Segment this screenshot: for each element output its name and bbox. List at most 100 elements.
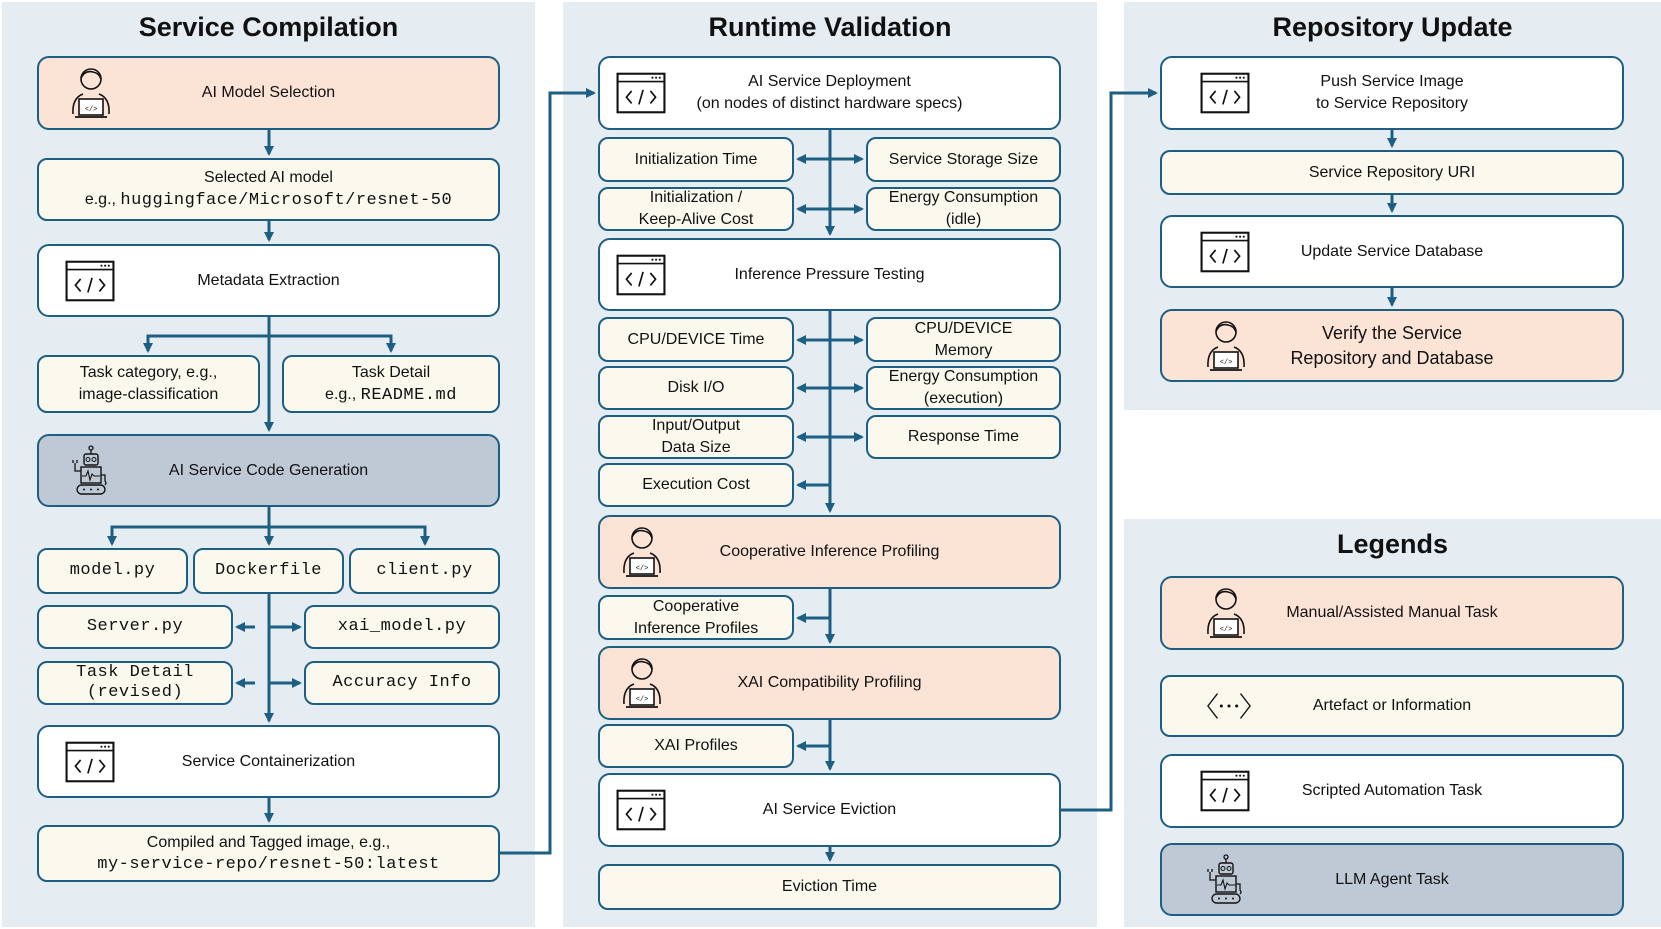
keepalive-cost-artefact[interactable]: Initialization / Keep-Alive Cost [598,187,794,231]
service-eviction-task[interactable]: AI Service Eviction [598,773,1061,847]
task-label: Push Service Image [1320,73,1464,90]
panel-title: Runtime Validation [708,12,952,42]
person-laptop-icon [620,525,664,579]
artefact-label: Initialization / [649,189,743,206]
legend-artefact: Artefact or Information [1160,675,1624,737]
pressure-testing-task[interactable]: Inference Pressure Testing [598,238,1061,311]
energy-idle-artefact[interactable]: Energy Consumption (idle) [866,187,1061,231]
panel-title: Service Compilation [138,12,399,42]
file-model-py[interactable]: model.py [37,548,188,594]
cpu-memory-artefact[interactable]: CPU/DEVICE Memory [866,317,1061,362]
person-laptop-icon [69,66,113,120]
task-label: AI Service Deployment [748,73,911,90]
model-path: huggingface/Microsoft/resnet-50 [120,191,453,210]
task-label: AI Service Code Generation [168,461,369,479]
artefact-label: CPU/DEVICE [914,319,1013,337]
person-laptop-icon [620,656,664,710]
response-time-artefact[interactable]: Response Time [866,415,1061,459]
compiled-image-artefact[interactable]: Compiled and Tagged image, e.g., my-serv… [37,825,500,882]
legend-label: Manual/Assisted Manual Task [1286,604,1498,621]
cpu-time-artefact[interactable]: CPU/DEVICE Time [598,317,794,362]
artefact-label: Inference Profiles [633,619,759,637]
xai-profiles-artefact[interactable]: XAI Profiles [598,724,794,768]
legend-label: Artefact or Information [1312,697,1472,714]
file-label: (revised) [86,683,184,702]
io-size-artefact[interactable]: Input/Output Data Size [598,415,794,459]
task-label: Update Service Database [1300,242,1484,260]
file-server-py[interactable]: Server.py [37,605,233,649]
file-accuracy-info[interactable]: Accuracy Info [304,661,500,705]
selected-model-artefact[interactable]: Selected AI model e.g., huggingface/Micr… [37,158,500,221]
code-generation-task[interactable]: AI Service Code Generation [37,434,500,507]
legend-llm: LLM Agent Task [1160,843,1624,916]
code-window-icon [1200,770,1250,812]
service-deployment-task[interactable]: AI Service Deployment (on nodes of disti… [598,56,1061,130]
person-laptop-icon [1204,586,1248,640]
artefact-label: (idle) [945,211,982,228]
coop-profiles-artefact[interactable]: Cooperative Inference Profiles [598,595,794,640]
code-window-icon [616,72,666,114]
init-time-artefact[interactable]: Initialization Time [598,137,794,182]
task-label: Verify the Service [1321,322,1463,343]
code-window-icon [65,741,115,783]
xai-profiling-task[interactable]: XAI Compatibility Profiling [598,646,1061,720]
update-database-task[interactable]: Update Service Database [1160,215,1624,288]
task-label: Inference Pressure Testing [734,265,925,283]
task-label: Repository and Database [1290,347,1494,368]
artefact-label: Task Detail [351,363,431,381]
task-label: Service Containerization [181,752,356,770]
artefact-label: Energy Consumption [888,189,1039,206]
service-containerization-task[interactable]: Service Containerization [37,725,500,798]
artefact-label: Energy Consumption [888,368,1039,385]
artefact-label: Input/Output [651,417,741,434]
metadata-extraction-task[interactable]: Metadata Extraction [37,244,500,317]
panel-title: Legends [1336,529,1449,559]
storage-size-artefact[interactable]: Service Storage Size [866,137,1061,182]
robot-icon [71,445,111,497]
image-tag: my-service-repo/resnet-50:latest [97,854,440,874]
artefact-label: Data Size [661,439,731,456]
file-task-detail-revised[interactable]: Task Detail (revised) [37,661,233,705]
task-label: Metadata Extraction [197,271,340,289]
artefact-label: Task category, e.g., [79,364,218,381]
code-window-icon [1200,72,1250,114]
person-laptop-icon [1204,319,1248,373]
artefact-label: Cooperative [652,597,740,615]
file-dockerfile[interactable]: Dockerfile [193,548,344,594]
file-label: Task Detail [76,663,194,682]
legend-label: Scripted Automation Task [1301,782,1483,799]
eviction-time-artefact[interactable]: Eviction Time [598,864,1061,910]
verify-task[interactable]: Verify the Service Repository and Databa… [1160,309,1624,382]
legend-manual: Manual/Assisted Manual Task [1160,576,1624,650]
legend-label: LLM Agent Task [1335,870,1449,888]
readme-file: README.md [360,385,457,405]
push-image-task[interactable]: Push Service Image to Service Repository [1160,56,1624,130]
artefact-example: image-classification [78,386,219,403]
code-window-icon [616,254,666,296]
ai-model-selection-task[interactable]: AI Model Selection [37,56,500,130]
example-prefix: e.g., [84,191,121,208]
legend-scripted: Scripted Automation Task [1160,754,1624,828]
code-window-icon [616,789,666,831]
task-label: XAI Compatibility Profiling [737,674,922,691]
code-dots-icon [1206,691,1252,721]
coop-profiling-task[interactable]: Cooperative Inference Profiling [598,515,1061,589]
code-window-icon [65,260,115,302]
disk-io-artefact[interactable]: Disk I/O [598,366,794,410]
repository-uri-artefact[interactable]: Service Repository URI [1160,150,1624,195]
energy-exec-artefact[interactable]: Energy Consumption (execution) [866,366,1061,410]
robot-icon [1206,854,1246,906]
code-window-icon [1200,231,1250,273]
artefact-label: Compiled and Tagged image, e.g., [146,833,391,851]
artefact-label: Selected AI model [204,169,333,186]
task-sublabel: (on nodes of distinct hardware specs) [696,95,963,112]
task-label: to Service Repository [1315,95,1469,112]
file-xai-model-py[interactable]: xai_model.py [304,605,500,649]
task-label: AI Model Selection [201,84,336,101]
task-category-artefact[interactable]: Task category, e.g., image-classificatio… [37,355,260,413]
task-label: Cooperative Inference Profiling [719,543,940,560]
file-client-py[interactable]: client.py [349,548,500,594]
example-prefix: e.g., [325,385,361,403]
exec-cost-artefact[interactable]: Execution Cost [598,463,794,507]
task-detail-artefact[interactable]: Task Detail e.g., README.md [282,355,500,413]
